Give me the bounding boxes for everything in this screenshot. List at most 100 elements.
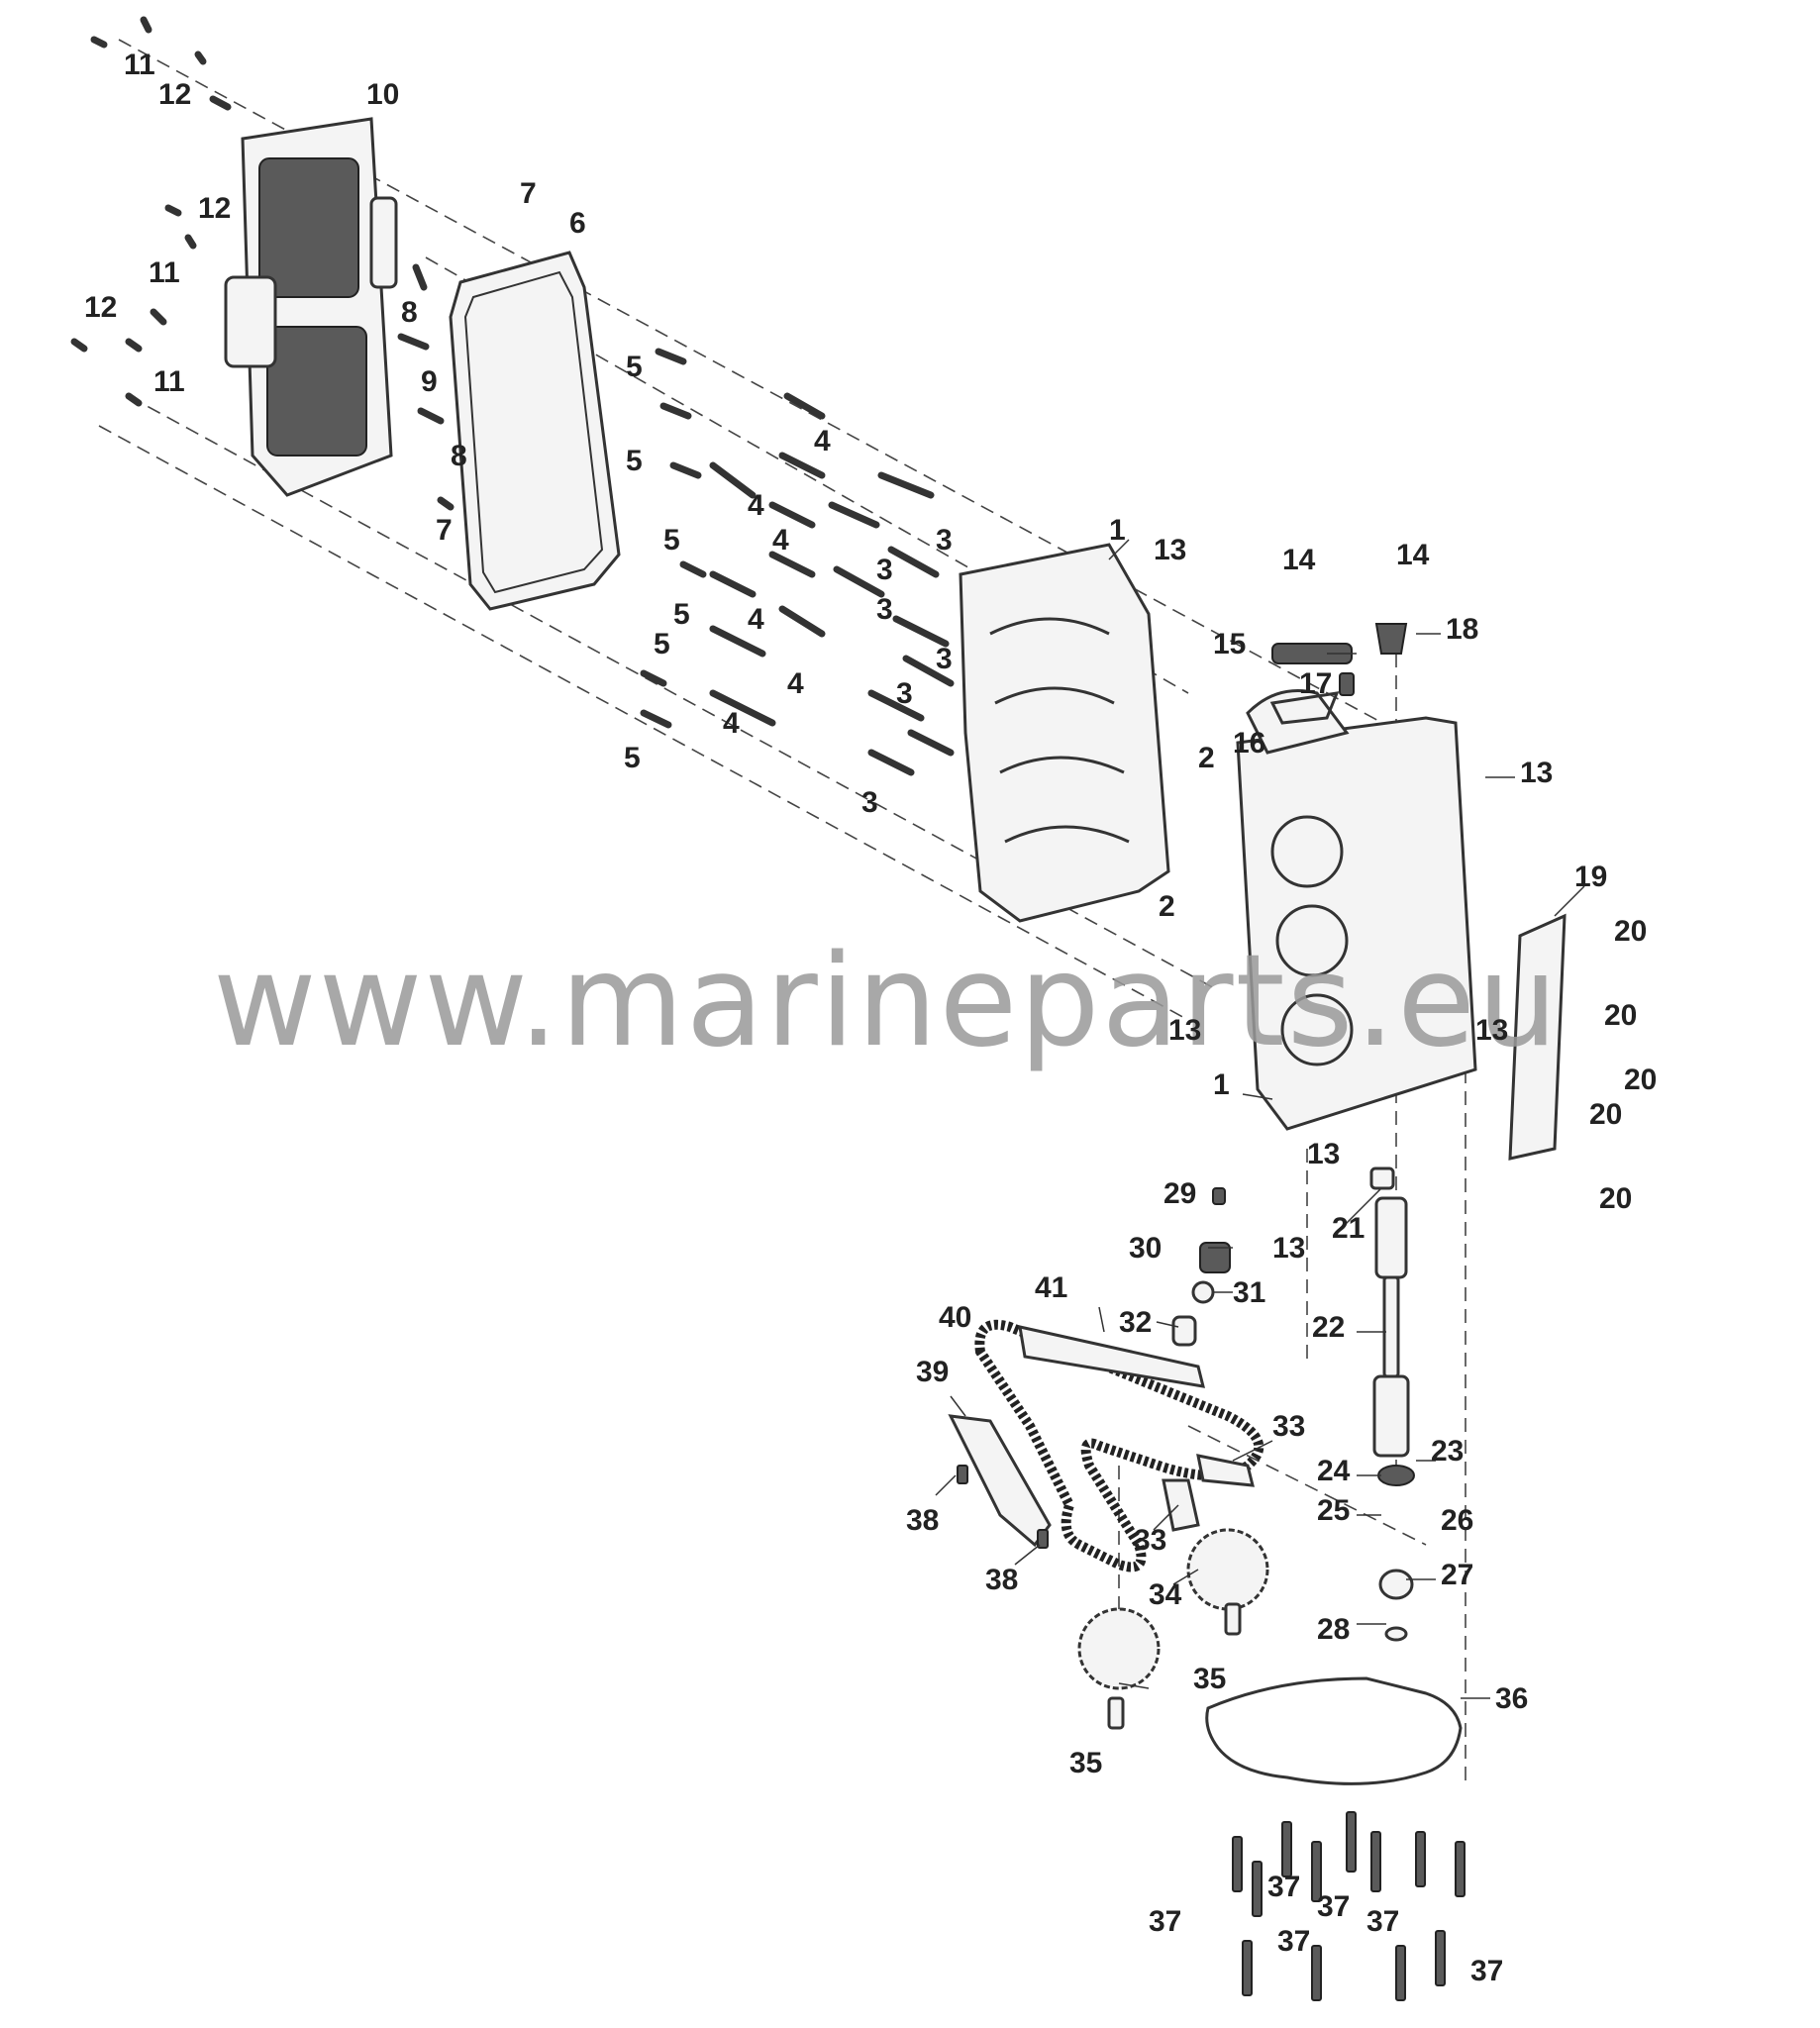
- callout-label: 37: [1366, 1905, 1399, 1938]
- callout-label: 13: [1272, 1232, 1305, 1265]
- callout-label: 20: [1604, 999, 1637, 1032]
- callout-label: 30: [1129, 1232, 1162, 1265]
- callout-label: 27: [1441, 1559, 1473, 1591]
- callout-label: 4: [787, 667, 804, 700]
- callout-label: 13: [1520, 757, 1553, 789]
- callout-label: 37: [1277, 1925, 1310, 1958]
- callout-label: 13: [1307, 1138, 1340, 1170]
- callout-label: 33: [1134, 1524, 1166, 1557]
- callout-label: 4: [772, 524, 789, 557]
- bolts: [70, 16, 955, 776]
- leader-lines: [935, 539, 1585, 1699]
- timing-chain-assembly: [948, 1319, 1264, 1572]
- callout-label: 8: [401, 296, 418, 329]
- callout-label: 12: [84, 291, 117, 324]
- callout-label: 10: [366, 78, 399, 111]
- callout-label: 37: [1470, 1955, 1503, 1987]
- callout-labels: 11 12 10 12 11 12 11 7 6 8 9 8 7 5 5 5 5…: [84, 49, 1657, 1987]
- callout-label: 5: [626, 351, 643, 383]
- callout-label: 11: [153, 365, 185, 398]
- callout-label: 32: [1119, 1306, 1152, 1339]
- callout-label: 20: [1614, 915, 1647, 948]
- callout-label: 13: [1475, 1014, 1508, 1047]
- callout-label: 33: [1272, 1410, 1305, 1443]
- studs-part-37: [1232, 1811, 1466, 2001]
- callout-label: 7: [436, 514, 453, 547]
- callout-label: 4: [748, 489, 764, 522]
- callout-label: 12: [198, 192, 231, 225]
- sprockets-part-34: [1077, 1528, 1269, 1690]
- callout-label: 2: [1198, 742, 1215, 774]
- callout-label: 24: [1317, 1455, 1351, 1487]
- callout-label: 36: [1495, 1682, 1528, 1715]
- lower-gasket-part-36: [1205, 1676, 1463, 1785]
- crankcase-cover-part-1: [959, 543, 1170, 923]
- callout-label: 3: [876, 593, 893, 626]
- callout-label: 13: [1168, 1014, 1201, 1047]
- callout-label: 34: [1149, 1578, 1182, 1611]
- callout-label: 8: [451, 440, 467, 472]
- callout-label: 37: [1149, 1905, 1181, 1938]
- callout-label: 5: [663, 524, 680, 557]
- callout-label: 41: [1035, 1271, 1067, 1304]
- callout-label: 35: [1193, 1663, 1226, 1695]
- callout-label: 4: [814, 425, 831, 457]
- callout-label: 29: [1163, 1177, 1196, 1210]
- callout-label: 38: [906, 1504, 939, 1537]
- callout-label: 11: [124, 49, 155, 81]
- callout-label: 31: [1233, 1276, 1265, 1309]
- callout-label: 12: [158, 78, 191, 111]
- callout-label: 37: [1317, 1890, 1350, 1923]
- callout-label: 20: [1589, 1098, 1622, 1131]
- callout-label: 5: [654, 628, 670, 660]
- callout-label: 7: [520, 177, 537, 210]
- callout-label: 39: [916, 1356, 949, 1388]
- top-small-parts: [1269, 623, 1408, 725]
- gasket-part-6: [449, 251, 621, 611]
- callout-label: 4: [723, 707, 740, 740]
- callout-label: 28: [1317, 1613, 1350, 1646]
- callout-label: 5: [624, 742, 641, 774]
- callout-label: 1: [1213, 1068, 1230, 1101]
- callout-label: 3: [861, 786, 878, 819]
- callout-label: 23: [1431, 1435, 1464, 1468]
- pump-shaft-assembly: [1369, 1166, 1415, 1642]
- cover-plate-part-10: [224, 117, 398, 497]
- callout-label: 35: [1069, 1747, 1102, 1779]
- callout-label: 3: [936, 643, 953, 675]
- callout-label: 40: [939, 1301, 971, 1334]
- side-cover-part-19: [1508, 913, 1567, 1161]
- callout-label: 22: [1312, 1311, 1345, 1344]
- callout-label: 16: [1233, 727, 1265, 760]
- callout-label: 2: [1159, 890, 1175, 923]
- callout-label: 3: [896, 677, 913, 710]
- watermark-text: www.marineparts.eu: [213, 928, 1560, 1075]
- callout-label: 13: [1154, 534, 1186, 566]
- callout-label: 19: [1574, 861, 1607, 893]
- bolts-35-38: [957, 1465, 1242, 1730]
- callout-label: 14: [1282, 544, 1316, 576]
- callout-label: 25: [1317, 1494, 1350, 1527]
- callout-label: 9: [421, 365, 438, 398]
- callout-label: 21: [1332, 1212, 1365, 1245]
- callout-label: 11: [149, 256, 180, 289]
- callout-label: 3: [876, 554, 893, 586]
- callout-label: 38: [985, 1564, 1018, 1596]
- callout-label: 15: [1213, 628, 1246, 660]
- callout-label: 20: [1599, 1182, 1632, 1215]
- callout-label: 1: [1109, 514, 1126, 547]
- callout-label: 20: [1624, 1064, 1657, 1096]
- cylinder-block-part-1: [1236, 689, 1477, 1131]
- callout-label: 5: [626, 445, 643, 477]
- small-fittings-29-32: [1171, 1187, 1231, 1347]
- callout-label: 26: [1441, 1504, 1473, 1537]
- callout-label: 18: [1446, 613, 1478, 646]
- callout-label: 6: [569, 207, 586, 240]
- callout-label: 37: [1267, 1871, 1300, 1903]
- callout-label: 3: [936, 524, 953, 557]
- callout-label: 17: [1299, 667, 1332, 700]
- callout-label: 5: [673, 598, 690, 631]
- callout-label: 4: [748, 603, 764, 636]
- callout-label: 14: [1396, 539, 1430, 571]
